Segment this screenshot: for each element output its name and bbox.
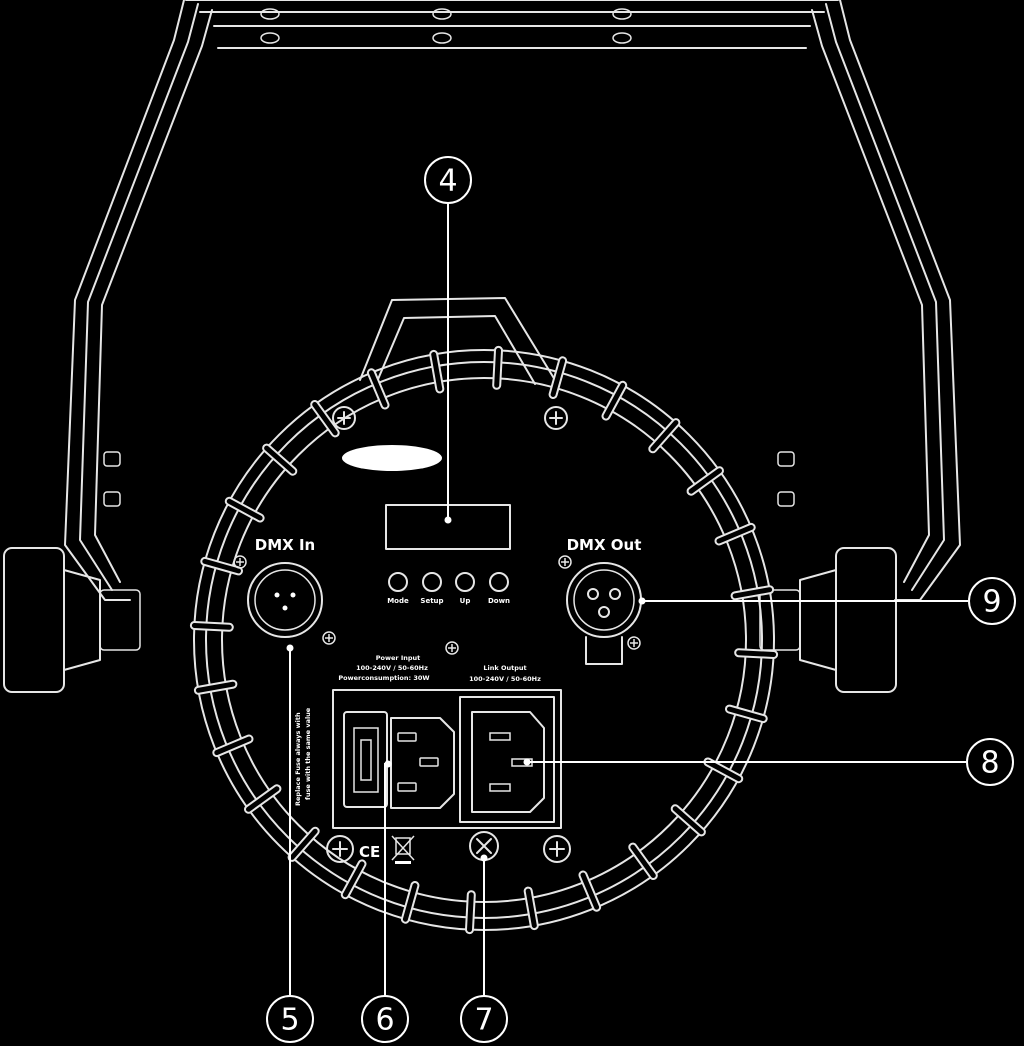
cooling-fin-inner xyxy=(195,681,236,693)
setup-button[interactable] xyxy=(422,572,442,592)
cooling-fin-inner xyxy=(191,623,232,630)
cooling-fin-inner xyxy=(672,806,704,835)
power-consumption: Powerconsumption: 30W xyxy=(338,674,429,682)
cooling-fin-inner xyxy=(727,706,766,722)
svg-text:6: 6 xyxy=(375,1003,394,1038)
dmx-out-label: DMX Out xyxy=(567,536,642,554)
power-input-voltage: 100-240V / 50-60Hz xyxy=(356,664,428,672)
callout-8: 8 xyxy=(966,738,1014,786)
cooling-fin-inner xyxy=(716,524,754,544)
cooling-fin-inner xyxy=(494,347,501,388)
cooling-fin-inner xyxy=(312,402,338,436)
up-button[interactable] xyxy=(455,572,475,592)
cooling-fin-inner xyxy=(289,828,318,860)
screw-icon xyxy=(627,636,641,650)
callout-5: 5 xyxy=(266,995,314,1043)
cooling-fin-inner xyxy=(431,351,443,392)
fuse-holder[interactable] xyxy=(343,711,388,808)
fuse-note-line2: fuse with the same value xyxy=(304,707,312,800)
screw-icon xyxy=(544,406,568,430)
mounting-yoke xyxy=(64,0,961,601)
screw-icon xyxy=(233,555,247,569)
svg-text:8: 8 xyxy=(980,746,999,781)
logo-plate xyxy=(342,445,442,471)
callout-4: 4 xyxy=(424,156,472,204)
left-lock-knob xyxy=(3,547,141,693)
down-button[interactable] xyxy=(489,572,509,592)
power-input-title: Power Input xyxy=(376,654,421,662)
svg-text:7: 7 xyxy=(474,1003,493,1038)
cooling-fin-inner xyxy=(603,382,626,419)
dmx-out-connector[interactable] xyxy=(566,562,642,665)
up-button-label: Up xyxy=(460,597,471,605)
mode-button[interactable] xyxy=(388,572,408,592)
link-output-socket[interactable] xyxy=(459,696,555,823)
callout-7: 7 xyxy=(460,995,508,1043)
cooling-fin-inner xyxy=(402,883,418,922)
control-buttons: Mode Setup Up Down xyxy=(387,572,510,605)
cooling-fin-inner xyxy=(705,759,742,782)
cooling-fin-inner xyxy=(246,786,280,812)
link-output-voltage: 100-240V / 50-60Hz xyxy=(469,675,541,683)
down-button-label: Down xyxy=(488,597,510,605)
mode-button-label: Mode xyxy=(387,597,409,605)
screw-icon xyxy=(445,641,459,655)
cooling-fin-inner xyxy=(368,370,388,408)
cooling-fin-inner xyxy=(630,844,656,878)
cooling-fin-inner xyxy=(467,892,474,933)
power-panel: Replace Fuse always with fuse with the s… xyxy=(294,689,562,829)
cooling-fin-inner xyxy=(732,587,773,599)
callout-9: 9 xyxy=(968,577,1016,625)
svg-text:9: 9 xyxy=(982,585,1001,620)
screw-icon xyxy=(326,835,354,863)
screw-icon xyxy=(322,631,336,645)
fuse-note-line1: Replace Fuse always with xyxy=(294,712,302,806)
svg-text:5: 5 xyxy=(280,1003,299,1038)
cooling-fin-inner xyxy=(580,872,600,910)
weee-bin-icon xyxy=(391,835,415,864)
ce-mark: CE xyxy=(359,843,380,861)
svg-text:4: 4 xyxy=(438,164,457,199)
cooling-fin-inner xyxy=(202,558,241,574)
screw-icon xyxy=(543,835,571,863)
cooling-fin-inner xyxy=(550,358,566,397)
dmx-in-label: DMX In xyxy=(255,536,315,554)
setup-button-label: Setup xyxy=(420,597,443,605)
cooling-fin-inner xyxy=(214,736,252,756)
cooling-fin-inner xyxy=(342,861,365,898)
cooling-fin-inner xyxy=(736,650,777,657)
link-output-title: Link Output xyxy=(483,664,526,672)
dmx-in-connector[interactable] xyxy=(247,562,323,638)
cooling-fin-inner xyxy=(264,445,296,474)
cooling-fin-inner xyxy=(688,468,722,494)
cooling-fins xyxy=(189,345,779,935)
power-input-socket[interactable] xyxy=(390,717,455,809)
leader-lines xyxy=(286,202,968,997)
cooling-fin-inner xyxy=(525,888,537,929)
cooling-fin-inner xyxy=(650,420,679,452)
cooling-fin-inner xyxy=(226,498,263,521)
screw-icon xyxy=(332,406,356,430)
housing xyxy=(189,297,779,935)
right-lock-knob xyxy=(759,547,897,693)
callout-6: 6 xyxy=(361,995,409,1043)
panel-screws xyxy=(233,406,641,863)
screw-icon xyxy=(558,555,572,569)
